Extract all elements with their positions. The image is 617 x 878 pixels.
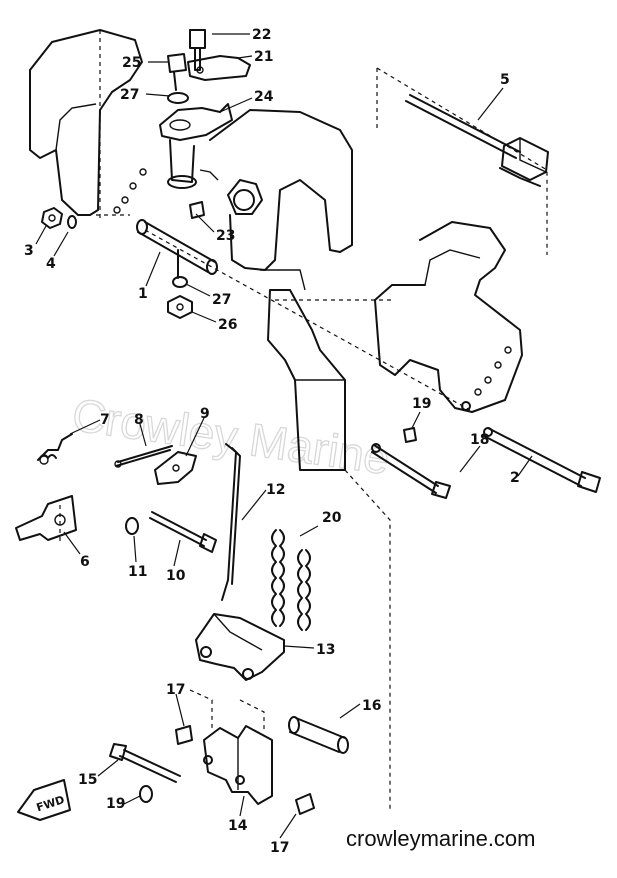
callout-16: 16 xyxy=(362,698,381,714)
left-clamp-bracket xyxy=(29,29,147,216)
part-13-bracket xyxy=(195,613,285,681)
callout-17-lower: 17 xyxy=(270,840,289,856)
top-hardware-stack xyxy=(159,29,251,219)
callout-27-top: 27 xyxy=(120,87,139,103)
parts-3-4-nut-washer xyxy=(41,207,77,229)
part-12-rod xyxy=(221,443,241,601)
callout-26: 26 xyxy=(218,317,237,333)
callout-25: 25 xyxy=(122,55,141,71)
callout-2: 2 xyxy=(510,470,520,486)
callout-3: 3 xyxy=(24,243,34,259)
part-8-rod xyxy=(114,445,173,468)
callout-17-upper: 17 xyxy=(166,682,185,698)
callout-19-lower: 19 xyxy=(106,796,125,812)
callout-19-upper: 19 xyxy=(412,396,431,412)
callout-15: 15 xyxy=(78,772,97,788)
part-20-springs xyxy=(271,529,311,631)
callout-22: 22 xyxy=(252,27,271,43)
callout-13: 13 xyxy=(316,642,335,658)
site-label: crowleymarine.com xyxy=(346,826,536,851)
callout-27-bottom: 27 xyxy=(212,292,231,308)
callout-7: 7 xyxy=(100,412,110,428)
callout-10: 10 xyxy=(166,568,186,584)
callout-14: 14 xyxy=(228,818,248,834)
leader-lines xyxy=(35,33,533,839)
callout-21: 21 xyxy=(254,49,273,65)
part-15-pin xyxy=(109,743,181,783)
part-17-block-upper xyxy=(175,725,193,745)
part-1-pin xyxy=(136,219,218,275)
part-19-washer-upper xyxy=(403,427,417,443)
callout-11: 11 xyxy=(128,564,147,580)
part-10-pin xyxy=(149,511,217,553)
right-clamp-bracket xyxy=(374,221,523,413)
part-2-bolt xyxy=(483,427,601,493)
part-19-washer-lower xyxy=(139,785,153,803)
fwd-label: FWD xyxy=(35,793,66,814)
callout-4: 4 xyxy=(46,256,56,272)
callout-1: 1 xyxy=(138,286,148,302)
callout-24: 24 xyxy=(254,89,274,105)
part-18-bolt xyxy=(371,443,451,499)
swivel-bracket xyxy=(209,109,353,471)
callout-9: 9 xyxy=(200,406,210,422)
fwd-arrow-badge: FWD xyxy=(17,779,71,821)
callout-23: 23 xyxy=(216,228,235,244)
part-9-bracket xyxy=(154,451,197,485)
part-5-tilt-pin xyxy=(376,67,549,255)
callout-20: 20 xyxy=(322,510,342,526)
callout-5: 5 xyxy=(500,72,510,88)
callout-labels: 22 21 25 27 24 5 3 4 23 1 27 26 7 8 9 19… xyxy=(24,27,520,856)
callout-12: 12 xyxy=(266,482,285,498)
part-16-sleeve xyxy=(288,716,349,754)
part-11-washer xyxy=(125,517,139,535)
callout-8: 8 xyxy=(134,412,144,428)
part-7-spring xyxy=(37,433,73,465)
part-17-block-lower xyxy=(295,793,315,815)
callout-18: 18 xyxy=(470,432,489,448)
part-6-lever xyxy=(15,495,77,541)
part-14-bracket xyxy=(203,725,273,805)
callout-6: 6 xyxy=(80,554,90,570)
